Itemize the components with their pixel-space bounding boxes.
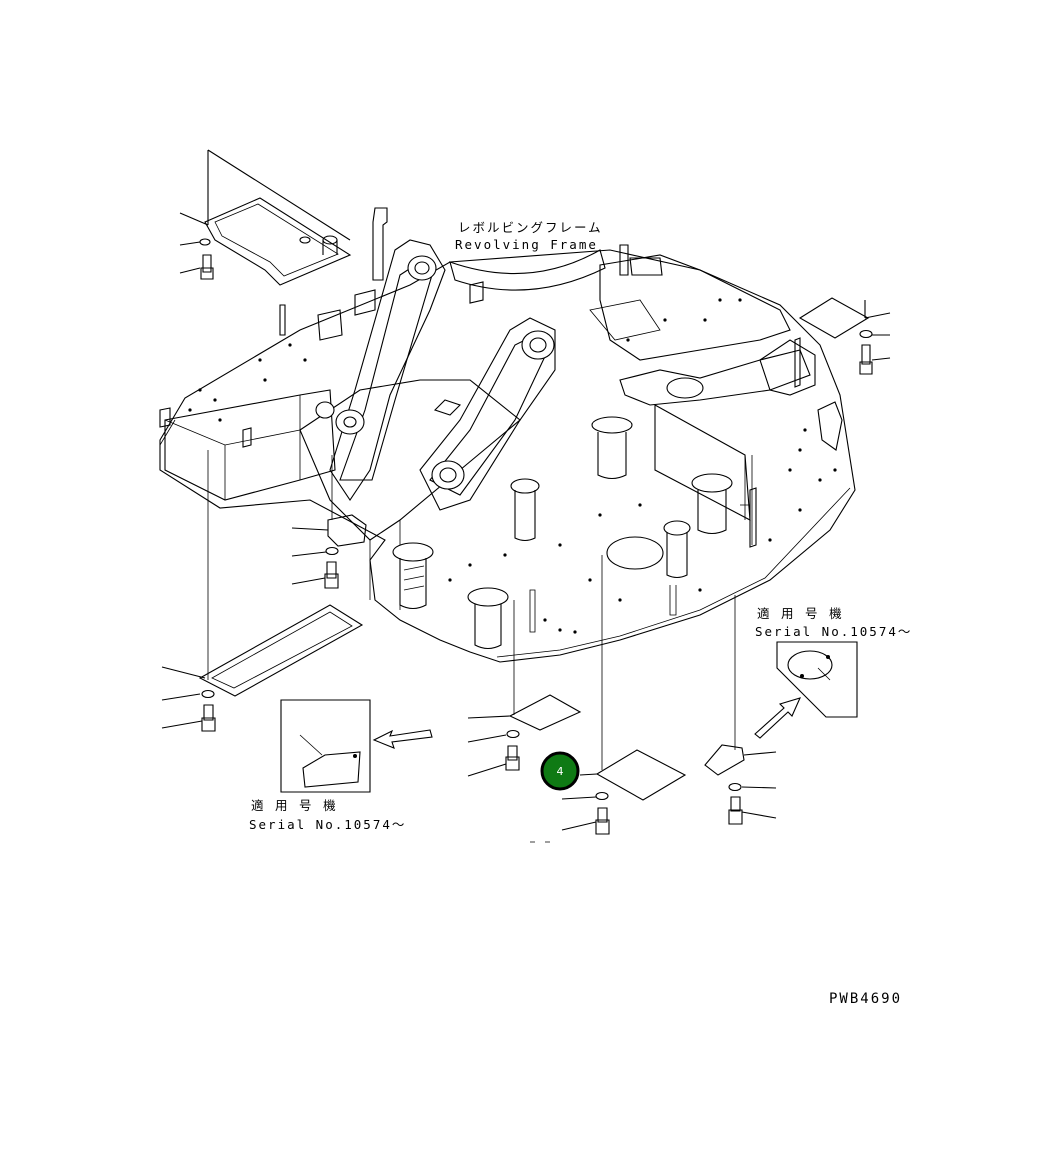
serial-left-jp: 適 用 号 機 [251,798,338,813]
callout-number: 4 [557,765,564,778]
left-inset-detail [280,699,433,793]
frame-label-jp: レボルビングフレーム [458,220,603,235]
upper-left-cover [179,149,352,286]
plate-holes [188,298,837,634]
drawing-code: PWB4690 [829,991,902,1007]
right-inset-detail [754,641,858,739]
serial-right-jp: 適 用 号 機 [757,606,844,621]
lower-left-long-cover [161,450,364,732]
frame-label-en: Revolving Frame [455,237,598,252]
revolving-frame [159,207,856,663]
center-lower-covers [467,555,687,843]
left-mid-cover [291,455,367,589]
serial-left-en: Serial No.10574～ [249,817,406,832]
right-lower-cover [704,595,777,825]
upper-right-cover [798,297,891,375]
serial-right-en: Serial No.10574～ [755,624,912,639]
tube-cluster [392,416,733,650]
part-callout-4[interactable]: 4 [540,751,580,791]
